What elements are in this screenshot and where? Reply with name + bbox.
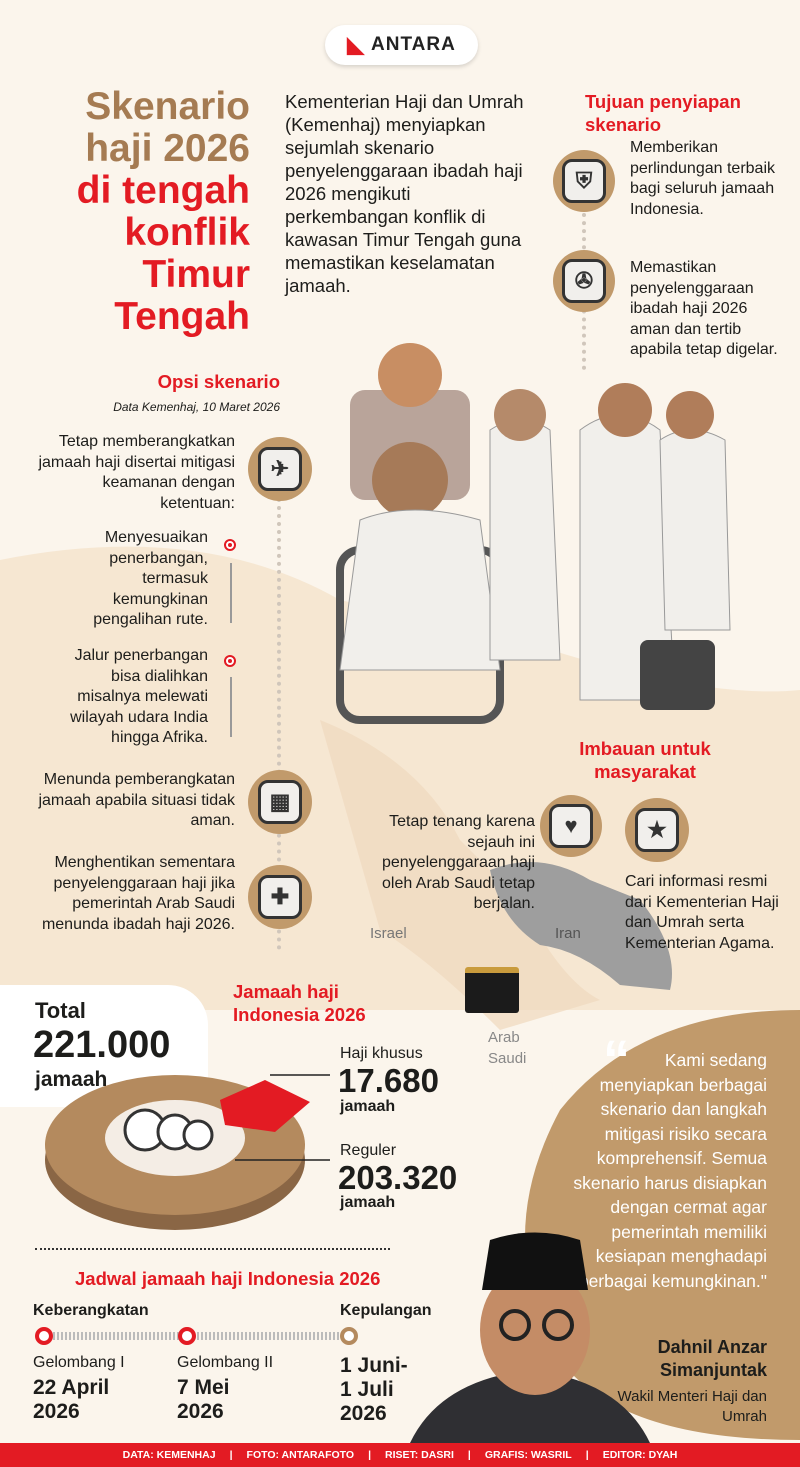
imbauan-heading: Imbauan untuk masyarakat [579,738,711,782]
quote-text: Kami sedang menyiapkan berbagai skenario… [573,1050,767,1291]
safety-fan-icon: ✇ [553,250,615,312]
pilgrims-illustration [336,343,731,724]
calendar-icon: ▦ [248,770,312,834]
opsi-heading: Opsi skenario [157,371,280,392]
page-title: Skenario haji 2026 di tengah konflik Tim… [76,85,250,338]
wave-name: Gelombang I [33,1354,125,1371]
opsi-subitem: Jalur penerbangan bisa dialihkan misalny… [70,647,208,746]
map-label-arab-saudi: Arab Saudi [488,1029,527,1067]
credit-data: DATA: KEMENHAJ [122,1449,216,1461]
tujuan-item: Memastikan penyelenggaraan ibadah haji 2… [630,259,778,358]
shield-icon: ⛨ [553,150,615,212]
total-label: Total [35,998,86,1023]
total-value: 221.000 [33,1024,171,1066]
official-portrait [410,1232,650,1443]
timeline-dot [340,1327,358,1345]
departure-label: Keberangkatan [33,1302,149,1319]
opsi-item: Menunda pemberangkatan jamaah apabila si… [38,771,235,829]
quote-mark-icon: “ [603,1030,630,1090]
wave-date: 22 April 2026 [33,1376,110,1423]
intro-text: Kementerian Haji dan Umrah (Kemenhaj) me… [285,91,524,296]
jamaah-donut-chart [45,1074,330,1230]
credit-editor: EDITOR: DYAH [602,1449,678,1461]
tujuan-heading: Tujuan penyiapan skenario [585,91,741,135]
segment-label: Haji khusus [340,1045,423,1062]
jadwal-heading: Jadwal jamaah haji Indonesia 2026 [75,1268,381,1289]
opsi-item: Menghentikan sementara penyelenggaraan h… [41,854,235,933]
imbauan-item: Tetap tenang karena sejauh ini penyeleng… [381,813,535,912]
jamaah-heading: Jamaah haji Indonesia 2026 [233,981,366,1025]
quote-background [525,1010,800,1440]
segment-unit: jamaah [340,1194,396,1211]
map-label-iran: Iran [555,925,581,942]
opsi-source: Data Kemenhaj, 10 Maret 2026 [113,400,280,414]
airplane-icon: ✈ [248,437,312,501]
credit-grafis: GRAFIS: WASRIL [484,1449,572,1461]
total-unit: jamaah [35,1068,108,1091]
calm-head-icon: ♥ [540,795,602,857]
credit-foto: FOTO: ANTARAFOTO [246,1449,355,1461]
donut-segment-haji-khusus [220,1080,310,1132]
iran-shape [490,862,672,990]
timeline-dot [178,1327,196,1345]
stop-cross-icon: ✚ [248,865,312,929]
return-date: 1 Juni- 1 Juli 2026 [340,1354,408,1425]
segment-unit: jamaah [340,1098,396,1115]
wave-date: 7 Mei 2026 [177,1376,230,1423]
segment-label: Reguler [340,1142,397,1159]
timeline-dot [35,1327,53,1345]
segment-value: 17.680 [338,1062,439,1099]
opsi-item: Tetap memberangkatkan jamaah haji disert… [38,433,235,512]
quote-author-role: Wakil Menteri Haji dan Umrah [617,1388,768,1425]
return-label: Kepulangan [340,1302,432,1319]
quote-author-name: Dahnil Anzar Simanjuntak [657,1337,767,1380]
antara-logo: ◣ ANTARA [325,25,478,65]
map-label-israel: Israel [370,925,407,942]
antara-mark-icon: ◣ [347,32,366,57]
imbauan-item: Cari informasi resmi dari Kementerian Ha… [625,873,779,952]
info-message-icon: ★ [625,798,689,862]
kaaba-icon [465,967,519,1013]
opsi-subitem: Menyesuaikan penerbangan, termasuk kemun… [93,529,208,628]
segment-value: 203.320 [338,1159,458,1196]
credit-riset: RISET: DASRI [385,1449,454,1461]
wave-name: Gelombang II [177,1354,274,1371]
tujuan-item: Memberikan perlindungan terbaik bagi sel… [630,139,775,218]
credits-footer: DATA: KEMENHAJ| FOTO: ANTARAFOTO| RISET:… [0,1443,800,1467]
